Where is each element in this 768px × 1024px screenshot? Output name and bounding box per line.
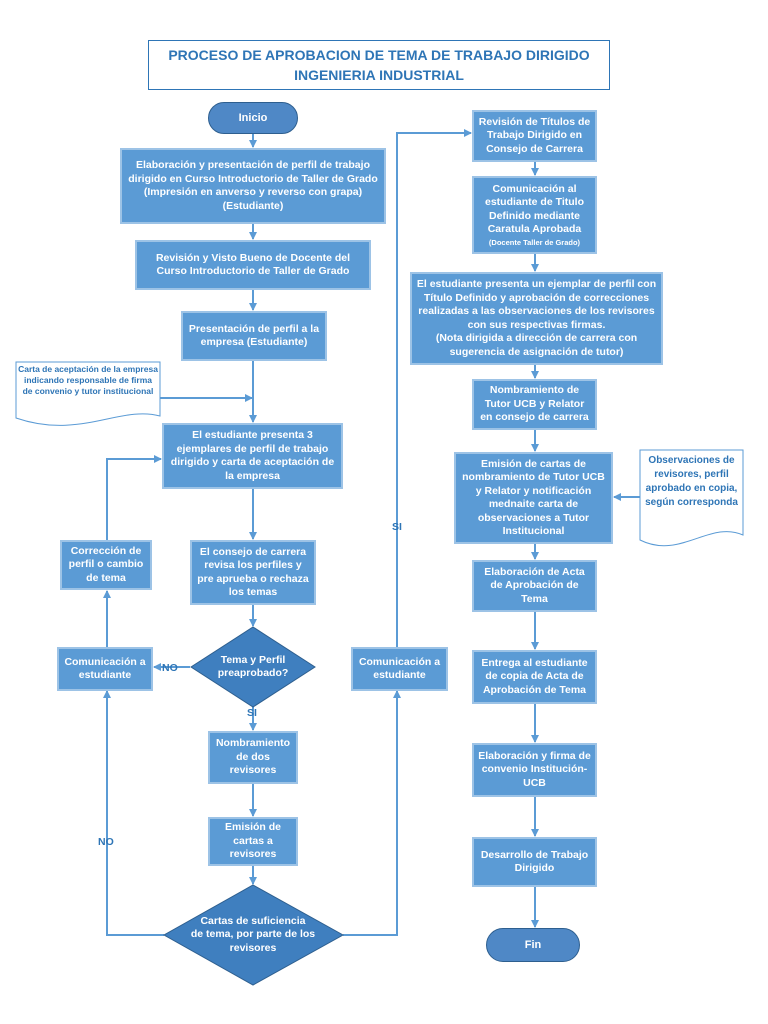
decision-diamond-2 (162, 884, 345, 986)
step-nombramiento-tutor: Nombramiento de Tutor UCB y Relator en c… (472, 379, 597, 430)
step-presenta-3-ejemplares: El estudiante presenta 3 ejemplares de p… (162, 423, 343, 489)
step-nombramiento-revisores: Nombramiento de dos revisores (208, 731, 298, 784)
label-no-2: NO (98, 836, 114, 848)
step-acta: Elaboración de Acta de Aprobación de Tem… (472, 560, 597, 612)
step-consejo-revisa: El consejo de carrera revisa los perfile… (190, 540, 316, 605)
document-shape-left (15, 361, 161, 426)
step-presenta-ejemplar: El estudiante presenta un ejemplar de pe… (410, 272, 663, 365)
arrow-no-loop (103, 690, 164, 936)
step-desarrollo: Desarrollo de Trabajo Dirigido (472, 837, 597, 887)
step-convenio: Elaboración y firma de convenio Instituc… (472, 743, 597, 797)
start-terminal: Inicio (208, 102, 298, 134)
arrow-si-loop (343, 690, 401, 936)
title-line-2: INGENIERIA INDUSTRIAL (294, 67, 464, 83)
title-line-1: PROCESO DE APROBACION DE TEMA DE TRABAJO… (168, 47, 590, 63)
arrow (106, 455, 162, 540)
comunicacion-titulo-text: Comunicación al estudiante de Titulo Def… (485, 182, 584, 236)
end-terminal: Fin (486, 928, 580, 962)
label-si-1: SI (247, 707, 257, 719)
step-emision-revisores: Emisión de cartas a revisores (208, 817, 298, 866)
step-comunicacion-centro: Comunicación a estudiante (351, 647, 448, 691)
decision-2-text: Cartas de suficiencia de tema, por parte… (190, 914, 316, 954)
step-elaboracion: Elaboración y presentación de perfil de … (120, 148, 386, 224)
document-carta-aceptacion: Carta de aceptación de la empresa indica… (18, 364, 158, 396)
decision-1-text: Tema y Perfil preaprobado? (217, 653, 289, 680)
step-revision-titulos: Revisión de Títulos de Trabajo Dirigido … (472, 110, 597, 162)
step-entrega: Entrega al estudiante de copia de Acta d… (472, 650, 597, 704)
step-revision-docente: Revisión y Visto Bueno de Docente del Cu… (135, 240, 371, 290)
page-title: PROCESO DE APROBACION DE TEMA DE TRABAJO… (148, 40, 610, 90)
document-observaciones: Observaciones de revisores, perfil aprob… (645, 455, 738, 508)
label-no-1: NO (162, 662, 178, 674)
step-emision-tutor: Emisión de cartas de nombramiento de Tut… (454, 452, 613, 544)
label-si-2: SI (392, 521, 402, 533)
comunicacion-titulo-note: (Docente Taller de Grado) (488, 237, 581, 247)
step-presentacion-empresa: Presentación de perfil a la empresa (Est… (181, 311, 327, 361)
arrow (396, 129, 472, 647)
document-shape-right (639, 449, 744, 547)
decision-diamond-1 (190, 626, 316, 708)
step-correccion: Corrección de perfil o cambio de tema (60, 540, 152, 590)
step-comunicacion-izquierda: Comunicación a estudiante (57, 647, 153, 691)
step-comunicacion-titulo: Comunicación al estudiante de Titulo Def… (472, 176, 597, 254)
